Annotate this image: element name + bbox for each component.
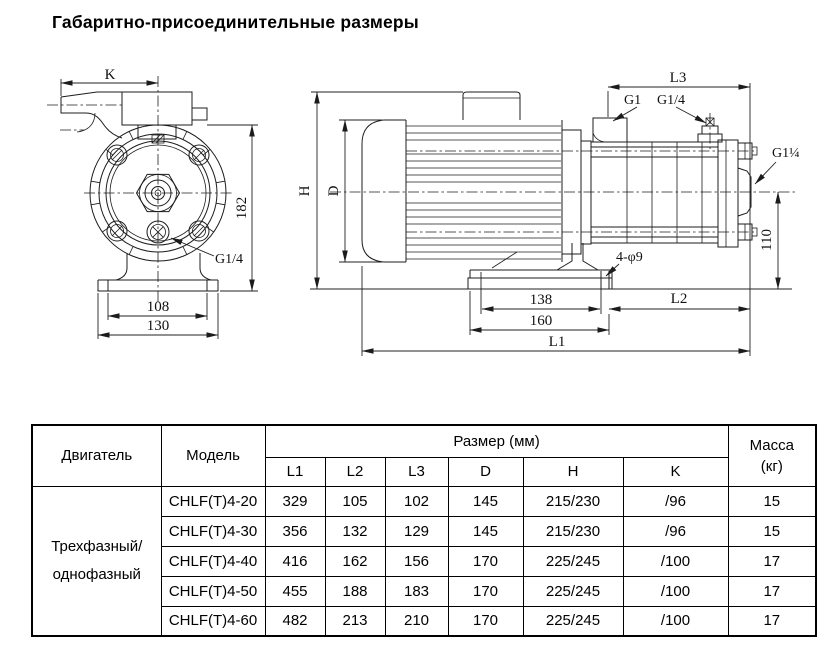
header-mass-line2: (кг) — [760, 457, 783, 475]
motor-outline — [361, 91, 561, 263]
mass-cell: 17 — [727, 605, 817, 637]
l3-cell: 183 — [384, 575, 449, 607]
l2-cell: 105 — [324, 485, 386, 517]
table-row: CHLF(T)4-30 356 132 129 145 215/230 /96 … — [32, 515, 817, 547]
h-cell: 225/245 — [522, 575, 624, 607]
dimensions-table: Двигатель Модель Размер (мм) Масса (кг) … — [31, 424, 818, 637]
k-cell: /100 — [622, 575, 729, 607]
l1-cell: 356 — [264, 515, 326, 547]
l1-cell: 482 — [264, 605, 326, 637]
d-cell: 170 — [447, 575, 524, 607]
header-col-k: K — [622, 456, 729, 487]
front-view: K 182 G1/4 108 130 — [47, 67, 258, 339]
dim-l2-label: L2 — [671, 291, 688, 307]
d-cell: 145 — [447, 515, 524, 547]
l1-cell: 416 — [264, 545, 326, 577]
header-size-group: Размер (мм) — [264, 424, 729, 458]
header-col-h: H — [522, 456, 624, 487]
dim-130-label: 130 — [147, 318, 170, 334]
l2-cell: 213 — [324, 605, 386, 637]
header-col-l2: L2 — [324, 456, 386, 487]
k-cell: /100 — [622, 605, 729, 637]
dim-138-label: 138 — [530, 292, 553, 308]
motor-type-cell: Трехфазный/ однофазный — [31, 485, 162, 637]
side-view-dimensions: H D L3 G1 G1/4 G1¼ 110 4-φ9 138 L — [297, 70, 800, 356]
k-cell: /96 — [622, 515, 729, 547]
dimensions-table-wrapper: Двигатель Модель Размер (мм) Масса (кг) … — [31, 424, 818, 637]
header-mass-line1: Масса — [749, 436, 794, 454]
header-model: Модель — [160, 424, 266, 487]
dim-k-label: K — [105, 67, 116, 83]
model-cell: CHLF(T)4-40 — [160, 545, 266, 577]
l3-cell: 210 — [384, 605, 449, 637]
pump-barrel-outline — [561, 120, 719, 262]
dim-108-label: 108 — [147, 299, 170, 315]
model-cell: CHLF(T)4-50 — [160, 575, 266, 607]
drain-g14-label: G1/4 — [215, 252, 243, 267]
dimensional-drawing: K 182 G1/4 108 130 — [47, 67, 800, 356]
l2-cell: 162 — [324, 545, 386, 577]
l2-cell: 188 — [324, 575, 386, 607]
l3-cell: 129 — [384, 515, 449, 547]
table-row: CHLF(T)4-40 416 162 156 170 225/245 /100… — [32, 545, 817, 577]
d-cell: 170 — [447, 605, 524, 637]
end-flange-outline — [717, 139, 758, 248]
discharge-g114-label: G1¼ — [772, 146, 800, 161]
h-cell: 215/230 — [522, 485, 624, 517]
d-cell: 170 — [447, 545, 524, 577]
dim-182-label: 182 — [234, 197, 250, 220]
table-row: Трехфазный/ однофазный CHLF(T)4-20 329 1… — [31, 485, 817, 637]
mass-cell: 17 — [727, 575, 817, 607]
l1-cell: 329 — [264, 485, 326, 517]
l3-cell: 156 — [384, 545, 449, 577]
front-view-dimensions: K 182 G1/4 108 130 — [60, 67, 258, 339]
dim-d-label: D — [326, 185, 342, 196]
dim-160-label: 160 — [530, 313, 553, 329]
d-cell: 145 — [447, 485, 524, 517]
dim-l1-label: L1 — [549, 334, 566, 350]
side-view: H D L3 G1 G1/4 G1¼ 110 4-φ9 138 L — [297, 70, 800, 356]
mass-cell: 15 — [727, 485, 817, 517]
suction-port-outline — [592, 117, 628, 143]
l3-cell: 102 — [384, 485, 449, 517]
header-motor: Двигатель — [31, 424, 162, 487]
model-cell: CHLF(T)4-20 — [160, 485, 266, 517]
dim-h-label: H — [297, 185, 313, 196]
motor-type-line1: Трехфазный/ — [51, 538, 143, 556]
dim-110-label: 110 — [759, 229, 775, 251]
header-col-l3: L3 — [384, 456, 449, 487]
side-foot-outline — [467, 243, 613, 290]
discharge-horn-outline — [47, 91, 123, 139]
table-row: CHLF(T)4-60 482 213 210 170 225/245 /100… — [32, 605, 817, 637]
k-cell: /96 — [622, 485, 729, 517]
holes-4f9-label: 4-φ9 — [616, 250, 643, 265]
dim-l3-label: L3 — [670, 70, 687, 86]
header-col-d: D — [447, 456, 524, 487]
mass-cell: 17 — [727, 545, 817, 577]
k-cell: /100 — [622, 545, 729, 577]
suction-g1-label: G1 — [624, 93, 641, 108]
casing-bolts — [106, 144, 210, 242]
header-mass: Масса (кг) — [727, 424, 817, 487]
plug-g14-label: G1/4 — [657, 93, 685, 108]
header-col-l1: L1 — [264, 456, 326, 487]
vent-plug-outline — [697, 113, 723, 149]
page-title: Габаритно-присоединительные размеры — [52, 12, 419, 32]
motor-type-line2: однофазный — [52, 566, 141, 584]
h-cell: 215/230 — [522, 515, 624, 547]
h-cell: 225/245 — [522, 545, 624, 577]
table-row: CHLF(T)4-50 455 188 183 170 225/245 /100… — [32, 575, 817, 607]
model-cell: CHLF(T)4-60 — [160, 605, 266, 637]
l1-cell: 455 — [264, 575, 326, 607]
l2-cell: 132 — [324, 515, 386, 547]
model-cell: CHLF(T)4-30 — [160, 515, 266, 547]
h-cell: 225/245 — [522, 605, 624, 637]
mass-cell: 15 — [727, 515, 817, 547]
